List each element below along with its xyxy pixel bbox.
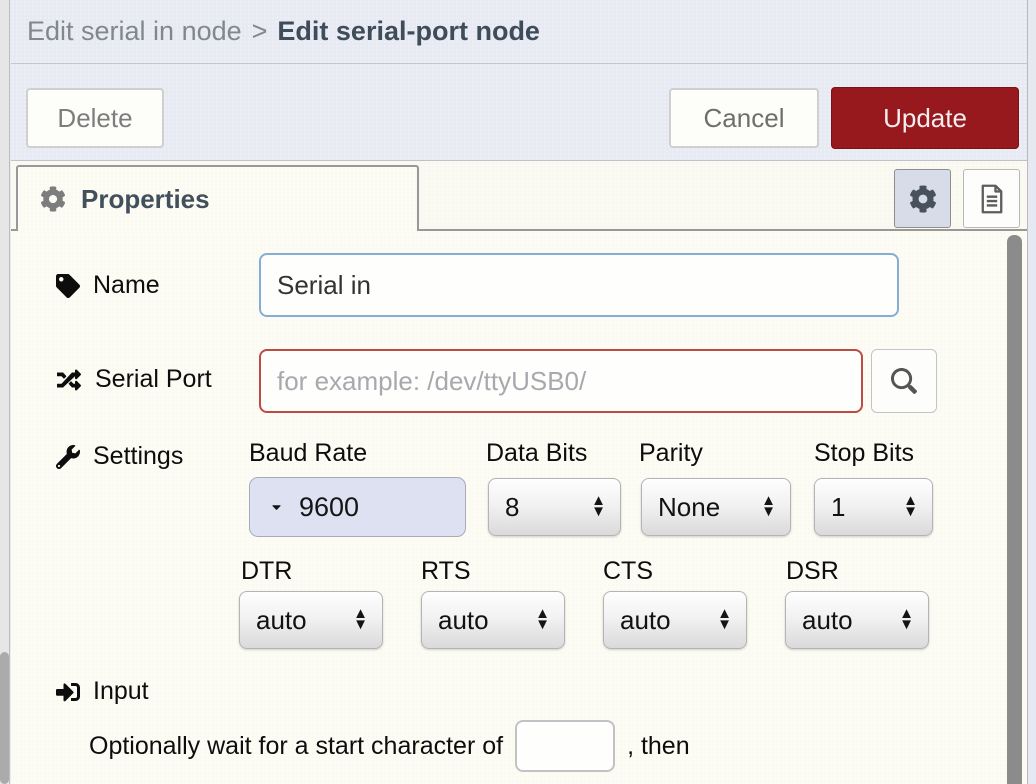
rts-select[interactable]: auto ▲▼ (421, 591, 565, 649)
wait-text-after: , then (627, 731, 690, 760)
breadcrumb-separator: > (251, 16, 268, 46)
delete-button[interactable]: Delete (26, 88, 164, 148)
parity-select[interactable]: None ▲▼ (641, 478, 791, 536)
serial-port-label: Serial Port (95, 365, 212, 393)
stop-bits-label: Stop Bits (814, 439, 915, 467)
dtr-value: auto (256, 604, 307, 635)
node-settings-button[interactable] (894, 169, 951, 228)
dialog-scrollbar-thumb[interactable] (1007, 235, 1022, 784)
breadcrumb-parent[interactable]: Edit serial in node (27, 16, 242, 46)
stop-bits-select[interactable]: 1 ▲▼ (814, 478, 933, 536)
cts-label: CTS (603, 557, 653, 585)
sign-in-icon (56, 680, 80, 704)
breadcrumb-current: Edit serial-port node (277, 16, 540, 46)
left-scrollbar-thumb[interactable] (0, 652, 9, 784)
name-field-label: Name (93, 271, 160, 299)
name-input[interactable] (259, 253, 899, 317)
dsr-label: DSR (786, 557, 839, 585)
cancel-button[interactable]: Cancel (669, 88, 819, 148)
select-arrows-icon: ▲▼ (353, 605, 368, 633)
baud-rate-label: Baud Rate (249, 439, 368, 467)
dtr-select[interactable]: auto ▲▼ (239, 591, 383, 649)
caret-down-icon (268, 500, 285, 514)
start-character-row: Optionally wait for a start character of… (89, 718, 690, 774)
select-arrows-icon: ▲▼ (761, 492, 776, 520)
settings-label-group: Settings (56, 442, 183, 471)
input-section-label: Input (93, 677, 149, 705)
rts-value: auto (438, 604, 489, 635)
dialog-tabbar: Properties (11, 161, 1027, 231)
select-arrows-icon: ▲▼ (717, 605, 732, 633)
stop-bits-value: 1 (831, 491, 846, 522)
workspace-right-gutter (1028, 0, 1036, 784)
cts-select[interactable]: auto ▲▼ (603, 591, 747, 649)
dialog-toolbar: Delete Cancel Update (11, 64, 1027, 161)
gear-icon (909, 184, 937, 213)
update-button[interactable]: Update (831, 87, 1019, 149)
serial-port-input[interactable] (259, 349, 863, 413)
rts-label: RTS (421, 557, 471, 585)
node-docs-button[interactable] (963, 169, 1020, 228)
baud-rate-value: 9600 (299, 491, 360, 522)
gear-icon (40, 186, 66, 212)
serial-port-label-group: Serial Port (56, 365, 212, 394)
search-icon (891, 368, 917, 394)
data-bits-value: 8 (505, 491, 520, 522)
tab-properties[interactable]: Properties (16, 165, 419, 231)
parity-label: Parity (639, 439, 703, 467)
serial-port-search-button[interactable] (871, 349, 937, 413)
dsr-select[interactable]: auto ▲▼ (785, 591, 929, 649)
name-field-label-group: Name (56, 271, 160, 300)
input-section-label-group: Input (56, 677, 149, 706)
select-arrows-icon: ▲▼ (535, 605, 550, 633)
document-icon (978, 184, 1006, 214)
select-arrows-icon: ▲▼ (903, 492, 918, 520)
tab-properties-label: Properties (81, 183, 210, 214)
workspace-left-gutter (0, 0, 10, 784)
settings-label: Settings (93, 442, 184, 470)
wait-text-before: Optionally wait for a start character of (89, 731, 504, 760)
dialog-header: Edit serial in node > Edit serial-port n… (11, 0, 1027, 64)
parity-value: None (658, 491, 721, 522)
random-icon (56, 368, 82, 392)
baud-rate-dropdown[interactable]: 9600 (249, 477, 466, 537)
data-bits-label: Data Bits (486, 439, 588, 467)
wrench-icon (56, 444, 80, 469)
data-bits-select[interactable]: 8 ▲▼ (488, 478, 621, 536)
edit-node-dialog: Edit serial in node > Edit serial-port n… (11, 0, 1028, 784)
tabbar-underline (11, 229, 1027, 231)
dtr-label: DTR (241, 557, 293, 585)
select-arrows-icon: ▲▼ (591, 492, 606, 520)
select-arrows-icon: ▲▼ (899, 605, 914, 633)
start-character-input[interactable] (515, 720, 616, 772)
properties-panel: Name Serial Port Settings (11, 231, 1027, 784)
tag-icon (56, 273, 80, 298)
cts-value: auto (620, 604, 671, 635)
dsr-value: auto (802, 604, 853, 635)
